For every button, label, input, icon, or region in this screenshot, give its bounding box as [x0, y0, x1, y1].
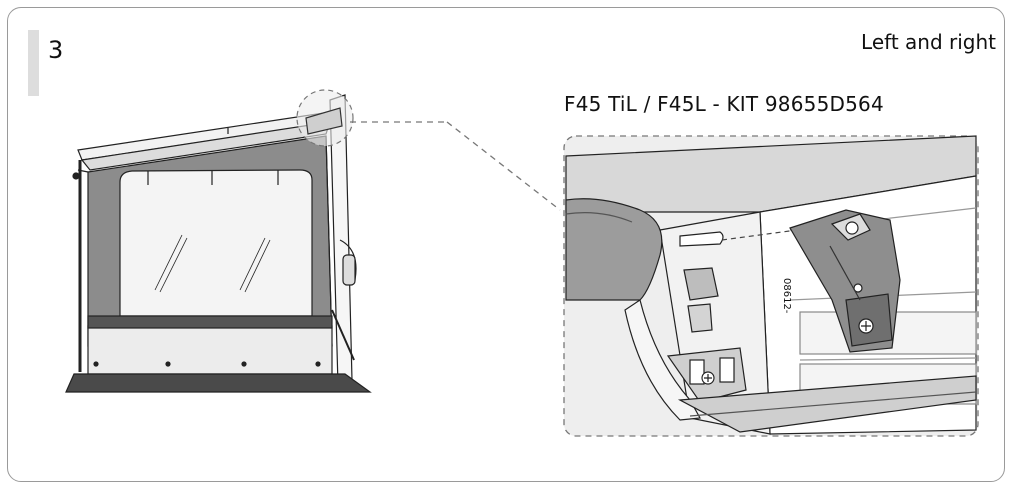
step-marker-bar: [28, 30, 39, 96]
step-number: 3: [48, 36, 64, 64]
part-code-label: 08612-: [781, 278, 792, 314]
bracket-detail-illustration: 08612-: [563, 135, 979, 437]
detail-connector-lines: [350, 121, 561, 211]
side-note: Left and right: [861, 30, 996, 54]
kit-title: F45 TiL / F45L - KIT 98655D564: [564, 92, 884, 116]
awning-overview-illustration: [65, 89, 372, 393]
